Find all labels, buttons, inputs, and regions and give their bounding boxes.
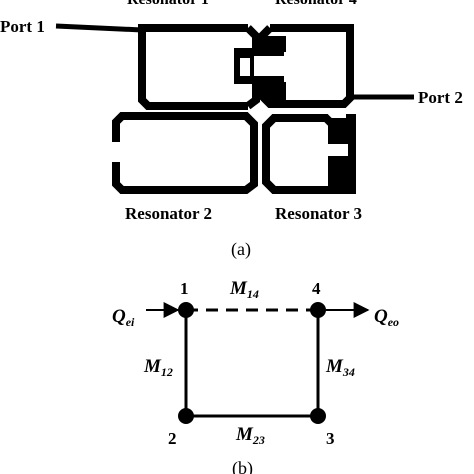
resonator-3-label: Resonator 3 bbox=[275, 204, 362, 223]
port-2-label: Port 2 bbox=[418, 88, 463, 107]
resonator-4-notch bbox=[262, 36, 286, 52]
node-2 bbox=[178, 408, 194, 424]
node-1-label: 1 bbox=[180, 279, 189, 298]
resonator-2-label: Resonator 2 bbox=[125, 204, 212, 223]
resonator-1-tab bbox=[236, 54, 254, 80]
resonator-layout: Port 1 Port 2 Resonator 1 Resonator 4 Re… bbox=[0, 0, 463, 260]
m14-label: M14 bbox=[229, 278, 259, 301]
q-eo-label: Qeo bbox=[374, 306, 399, 329]
caption-b: (b) bbox=[232, 458, 253, 474]
resonator-3-tab-bottom bbox=[328, 156, 352, 190]
node-2-label: 2 bbox=[168, 429, 177, 448]
m23-label: M23 bbox=[235, 424, 265, 447]
node-3-label: 3 bbox=[326, 429, 335, 448]
resonator-4-label: Resonator 4 bbox=[275, 0, 357, 8]
node-4 bbox=[310, 302, 326, 318]
q-ei-label: Qei bbox=[112, 306, 135, 329]
m12-label: M12 bbox=[143, 356, 173, 379]
node-4-label: 4 bbox=[312, 279, 321, 298]
resonator-1-label: Resonator 1 bbox=[127, 0, 209, 8]
resonator-4-notch-lower bbox=[262, 82, 286, 100]
port-1-feedline bbox=[55, 23, 143, 33]
m34-label: M34 bbox=[325, 356, 355, 379]
resonator-2-shape bbox=[112, 112, 258, 194]
port-1-label: Port 1 bbox=[0, 17, 45, 36]
resonator-3-tab-top bbox=[328, 118, 352, 144]
node-1 bbox=[178, 302, 194, 318]
node-3 bbox=[310, 408, 326, 424]
caption-a: (a) bbox=[231, 239, 251, 260]
coupling-diagram: 1 4 2 3 Qei Qeo M14 M12 M34 M23 (b) bbox=[112, 278, 399, 474]
